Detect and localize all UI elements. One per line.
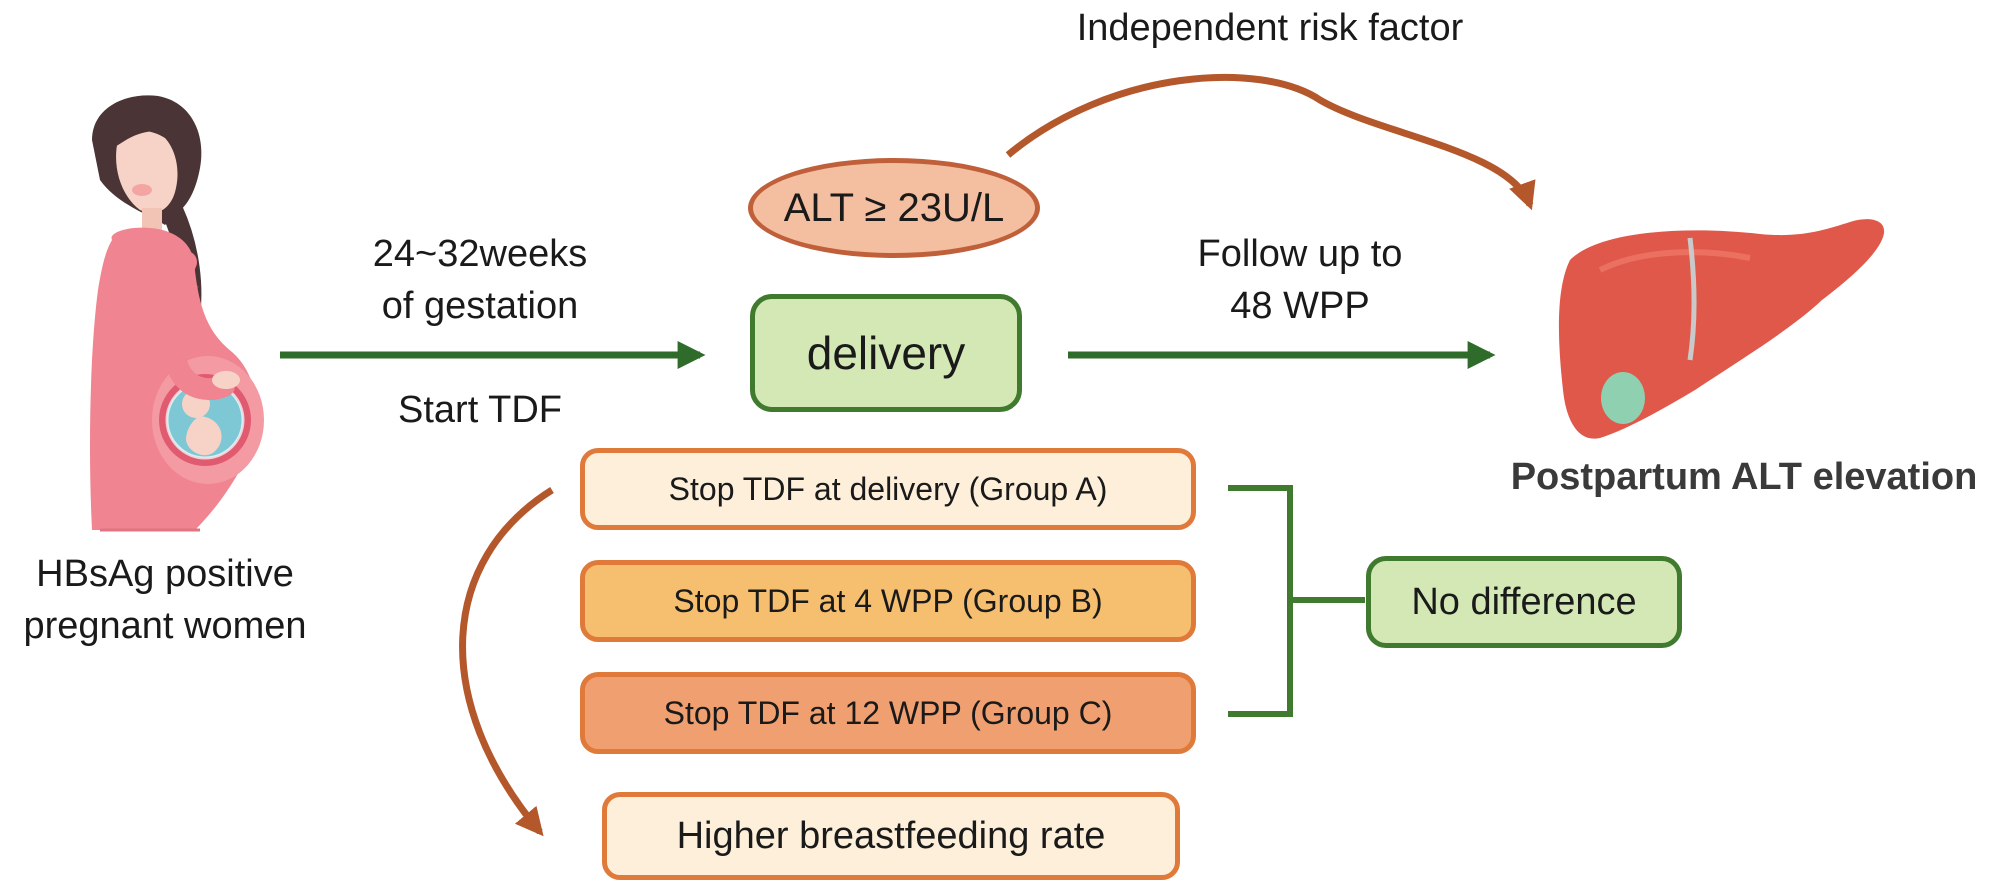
breastfeeding-box: Higher breastfeeding rate bbox=[602, 792, 1180, 880]
start-tdf-label: Start TDF bbox=[398, 389, 562, 431]
arrow-breastfeeding bbox=[459, 487, 554, 837]
arrow-risk-factor bbox=[1005, 73, 1536, 211]
outcome-label: Postpartum ALT elevation bbox=[1510, 456, 1978, 498]
risk-factor-label: Independent risk factor bbox=[1076, 7, 1464, 49]
gestation-label-line-2: of gestation bbox=[381, 285, 579, 327]
group-a-box: Stop TDF at delivery (Group A) bbox=[580, 448, 1196, 530]
delivery-text: delivery bbox=[806, 327, 966, 379]
breastfeeding-text: Higher breastfeeding rate bbox=[676, 814, 1106, 857]
group-a-text: Stop TDF at delivery (Group A) bbox=[668, 470, 1108, 507]
patient-label-line-2: pregnant women bbox=[23, 605, 307, 647]
patient-label-line-1: HBsAg positive bbox=[36, 553, 294, 595]
followup-label: Follow up to 48 WPP bbox=[1120, 228, 1480, 332]
gestation-label-line-1: 24~32weeks bbox=[372, 233, 588, 275]
no-difference-text: No difference bbox=[1411, 580, 1637, 623]
alt-threshold-text: ALT ≥ 23U/L bbox=[783, 185, 1005, 230]
bracket-connector bbox=[1228, 485, 1365, 717]
followup-label-line-1: Follow up to bbox=[1197, 233, 1403, 275]
group-b-text: Stop TDF at 4 WPP (Group B) bbox=[673, 582, 1103, 619]
group-c-box: Stop TDF at 12 WPP (Group C) bbox=[580, 672, 1196, 754]
followup-label-line-2: 48 WPP bbox=[1230, 285, 1370, 327]
alt-threshold-ellipse: ALT ≥ 23U/L bbox=[748, 158, 1040, 258]
patient-label: HBsAg positive pregnant women bbox=[0, 548, 330, 652]
delivery-box: delivery bbox=[750, 294, 1022, 412]
pregnant-woman-icon bbox=[90, 95, 264, 532]
no-difference-box: No difference bbox=[1366, 556, 1682, 648]
liver-icon bbox=[1558, 219, 1885, 439]
group-c-text: Stop TDF at 12 WPP (Group C) bbox=[663, 694, 1113, 731]
gestation-label: 24~32weeks of gestation bbox=[300, 228, 660, 332]
group-b-box: Stop TDF at 4 WPP (Group B) bbox=[580, 560, 1196, 642]
